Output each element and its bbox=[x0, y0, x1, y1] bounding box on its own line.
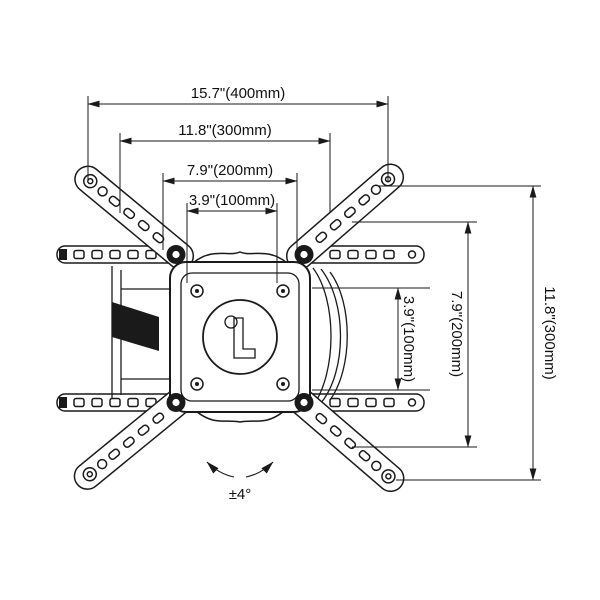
right-folded-arm bbox=[312, 267, 348, 407]
arm-slot bbox=[343, 206, 356, 219]
rail-slot bbox=[73, 397, 85, 408]
arm-tip-ring bbox=[82, 466, 98, 482]
arm-tip-hole bbox=[385, 473, 392, 480]
rail-hole bbox=[407, 250, 417, 259]
pivot-joint-hole bbox=[172, 398, 180, 407]
rail-hole bbox=[407, 398, 417, 407]
rail-slot bbox=[383, 249, 395, 260]
arm-hole bbox=[97, 186, 108, 197]
dim-label-200mm-vertical: 7.9"(200mm) bbox=[448, 291, 465, 377]
arm-curve bbox=[329, 271, 348, 401]
mount-body bbox=[56, 163, 425, 493]
vesa-hole bbox=[190, 377, 204, 391]
rail-slot bbox=[383, 397, 395, 408]
tilt-arrow-left bbox=[206, 461, 235, 478]
rail-slot bbox=[365, 397, 377, 408]
vesa-hole-center bbox=[195, 289, 199, 293]
top-spring-curve bbox=[190, 251, 290, 264]
cable-hook bbox=[233, 317, 256, 359]
plate-inner-outline bbox=[180, 272, 300, 402]
rail-slot bbox=[73, 249, 85, 260]
tv-rail-top-right bbox=[299, 245, 425, 264]
rail-slot bbox=[109, 397, 121, 408]
arm-hole bbox=[96, 458, 108, 470]
dim-label-300mm: 11.8"(300mm) bbox=[178, 122, 271, 139]
arm-tip-hole bbox=[86, 470, 94, 478]
arm-slot bbox=[108, 195, 121, 208]
center-opening bbox=[202, 299, 278, 375]
arm-slot bbox=[123, 207, 136, 220]
wall-plate bbox=[169, 251, 311, 423]
arm-slot bbox=[137, 219, 150, 232]
pivot-joint-hole bbox=[300, 398, 308, 407]
tilt-label: ±4° bbox=[229, 486, 252, 503]
rail-slot bbox=[347, 397, 359, 408]
arm-slot bbox=[329, 219, 342, 231]
vesa-hole bbox=[276, 377, 290, 391]
dim-horizontal-300mm: 11.8"(300mm) bbox=[119, 122, 331, 213]
arm-curve bbox=[312, 267, 332, 407]
rail-slot bbox=[329, 397, 341, 408]
rail-slot bbox=[127, 397, 139, 408]
vesa-hole bbox=[190, 284, 204, 298]
rail-slot bbox=[145, 249, 157, 260]
pivot-joints bbox=[166, 245, 314, 412]
dim-vertical-100mm: 3.9"(100mm) bbox=[312, 287, 430, 391]
dim-vertical-300mm: 11.8"(300mm) bbox=[378, 185, 558, 481]
horizontal-dimensions: 15.7"(400mm) 11.8"(300mm) 7.9"(200mm) 3.… bbox=[87, 85, 389, 283]
arm-slot bbox=[108, 448, 121, 460]
tilt-arrow-right bbox=[245, 461, 274, 478]
rail-end-block bbox=[59, 397, 67, 408]
arm-slot bbox=[329, 425, 342, 437]
left-folded-arm bbox=[111, 266, 170, 398]
arm-slot bbox=[358, 450, 371, 462]
arm-tip-ring bbox=[380, 171, 396, 187]
rail-slot bbox=[365, 249, 377, 260]
arm-tip-hole bbox=[384, 175, 392, 183]
arm-slot bbox=[315, 231, 328, 244]
dim-label-400mm: 15.7"(400mm) bbox=[191, 85, 286, 102]
arm-slot bbox=[315, 412, 328, 425]
rail-slot bbox=[329, 249, 341, 260]
rail-slot bbox=[127, 249, 139, 260]
arm-bottom-right bbox=[285, 386, 405, 493]
dim-horizontal-100mm: 3.9"(100mm) bbox=[186, 192, 278, 283]
pivot-joint-hole bbox=[172, 250, 180, 259]
arm-slot bbox=[122, 436, 135, 448]
dim-horizontal-400mm: 15.7"(400mm) bbox=[87, 85, 389, 182]
plate-outline bbox=[169, 261, 311, 413]
vesa-hole-center bbox=[281, 382, 285, 386]
rail-slot bbox=[347, 249, 359, 260]
bottom-spring-curve bbox=[193, 410, 287, 423]
arm-tip-ring bbox=[83, 173, 98, 189]
dim-label-100mm-vertical: 3.9"(100mm) bbox=[400, 296, 417, 382]
vesa-hole-center bbox=[281, 289, 285, 293]
arm-wedge bbox=[112, 302, 159, 351]
dim-label-200mm: 7.9"(200mm) bbox=[187, 162, 273, 179]
dim-horizontal-200mm: 7.9"(200mm) bbox=[162, 162, 298, 250]
arm-slot bbox=[152, 412, 165, 424]
rail-end-block bbox=[59, 249, 67, 260]
rail-slot bbox=[91, 397, 103, 408]
rail-slot bbox=[91, 249, 103, 260]
pivot-joint-hole bbox=[300, 250, 308, 259]
arm-tip-ring bbox=[381, 469, 396, 484]
vesa-hole-center bbox=[195, 382, 199, 386]
arm-slot bbox=[358, 194, 371, 206]
tilt-annotation: ±4° bbox=[206, 461, 274, 503]
arm-slot bbox=[137, 424, 150, 436]
arm-hole bbox=[370, 184, 382, 195]
rail-slot bbox=[109, 249, 121, 260]
arm-hole bbox=[371, 460, 382, 472]
dim-label-100mm: 3.9"(100mm) bbox=[189, 192, 275, 209]
dim-label-300mm-vertical: 11.8"(300mm) bbox=[541, 286, 558, 379]
vertical-dimensions: 3.9"(100mm) 7.9"(200mm) 11.8"(300mm) bbox=[312, 185, 558, 481]
dim-vertical-200mm: 7.9"(200mm) bbox=[352, 221, 477, 448]
vesa-hole bbox=[276, 284, 290, 298]
cable-grommet bbox=[224, 315, 238, 329]
